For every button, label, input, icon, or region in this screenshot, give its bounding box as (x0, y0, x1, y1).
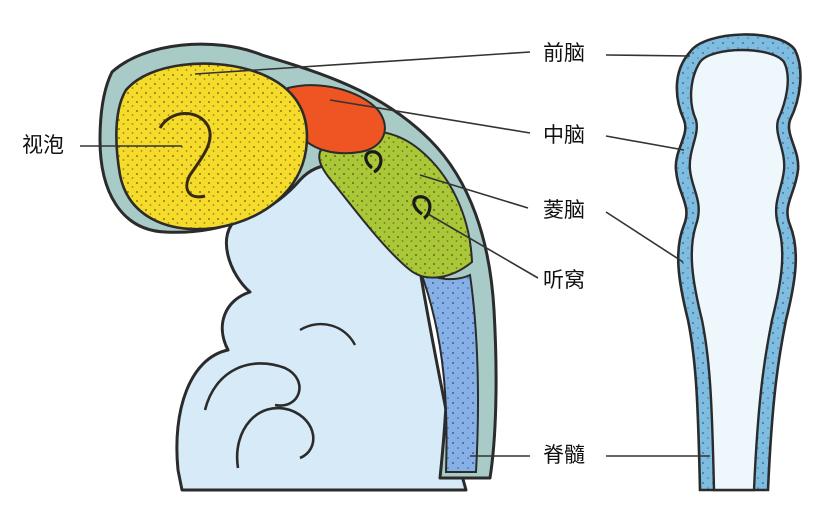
spinal-cord-dots (420, 270, 478, 472)
label-optic-vesicle: 视泡 (22, 133, 64, 157)
label-hindbrain: 菱脑 (543, 198, 585, 222)
hindbrain-dots (319, 130, 472, 278)
label-midbrain: 中脑 (543, 123, 585, 147)
label-forebrain: 前脑 (543, 41, 585, 65)
optic-vesicle-inner-curve (158, 112, 212, 199)
otic-pit-upper (364, 150, 383, 174)
leader-otic-pit (427, 213, 539, 279)
leader-hindbrain-left (419, 174, 529, 209)
body-fold-1 (203, 362, 301, 411)
leader-hindbrain-right (605, 211, 684, 263)
leader-midbrain-right (605, 135, 685, 151)
optic-vesicle-dots (116, 63, 307, 230)
neural-tube-lumen (688, 48, 789, 492)
otic-pit-lower (412, 195, 432, 220)
leader-forebrain-right (605, 54, 691, 57)
label-otic-pit: 听窝 (543, 268, 585, 292)
leader-midbrain-left (329, 99, 531, 134)
leader-lines (80, 51, 710, 457)
leader-forebrain-left (194, 51, 531, 75)
label-spinal-cord: 脊髓 (543, 443, 585, 467)
body-fold-2 (235, 406, 315, 469)
body-fold-3 (299, 322, 357, 346)
